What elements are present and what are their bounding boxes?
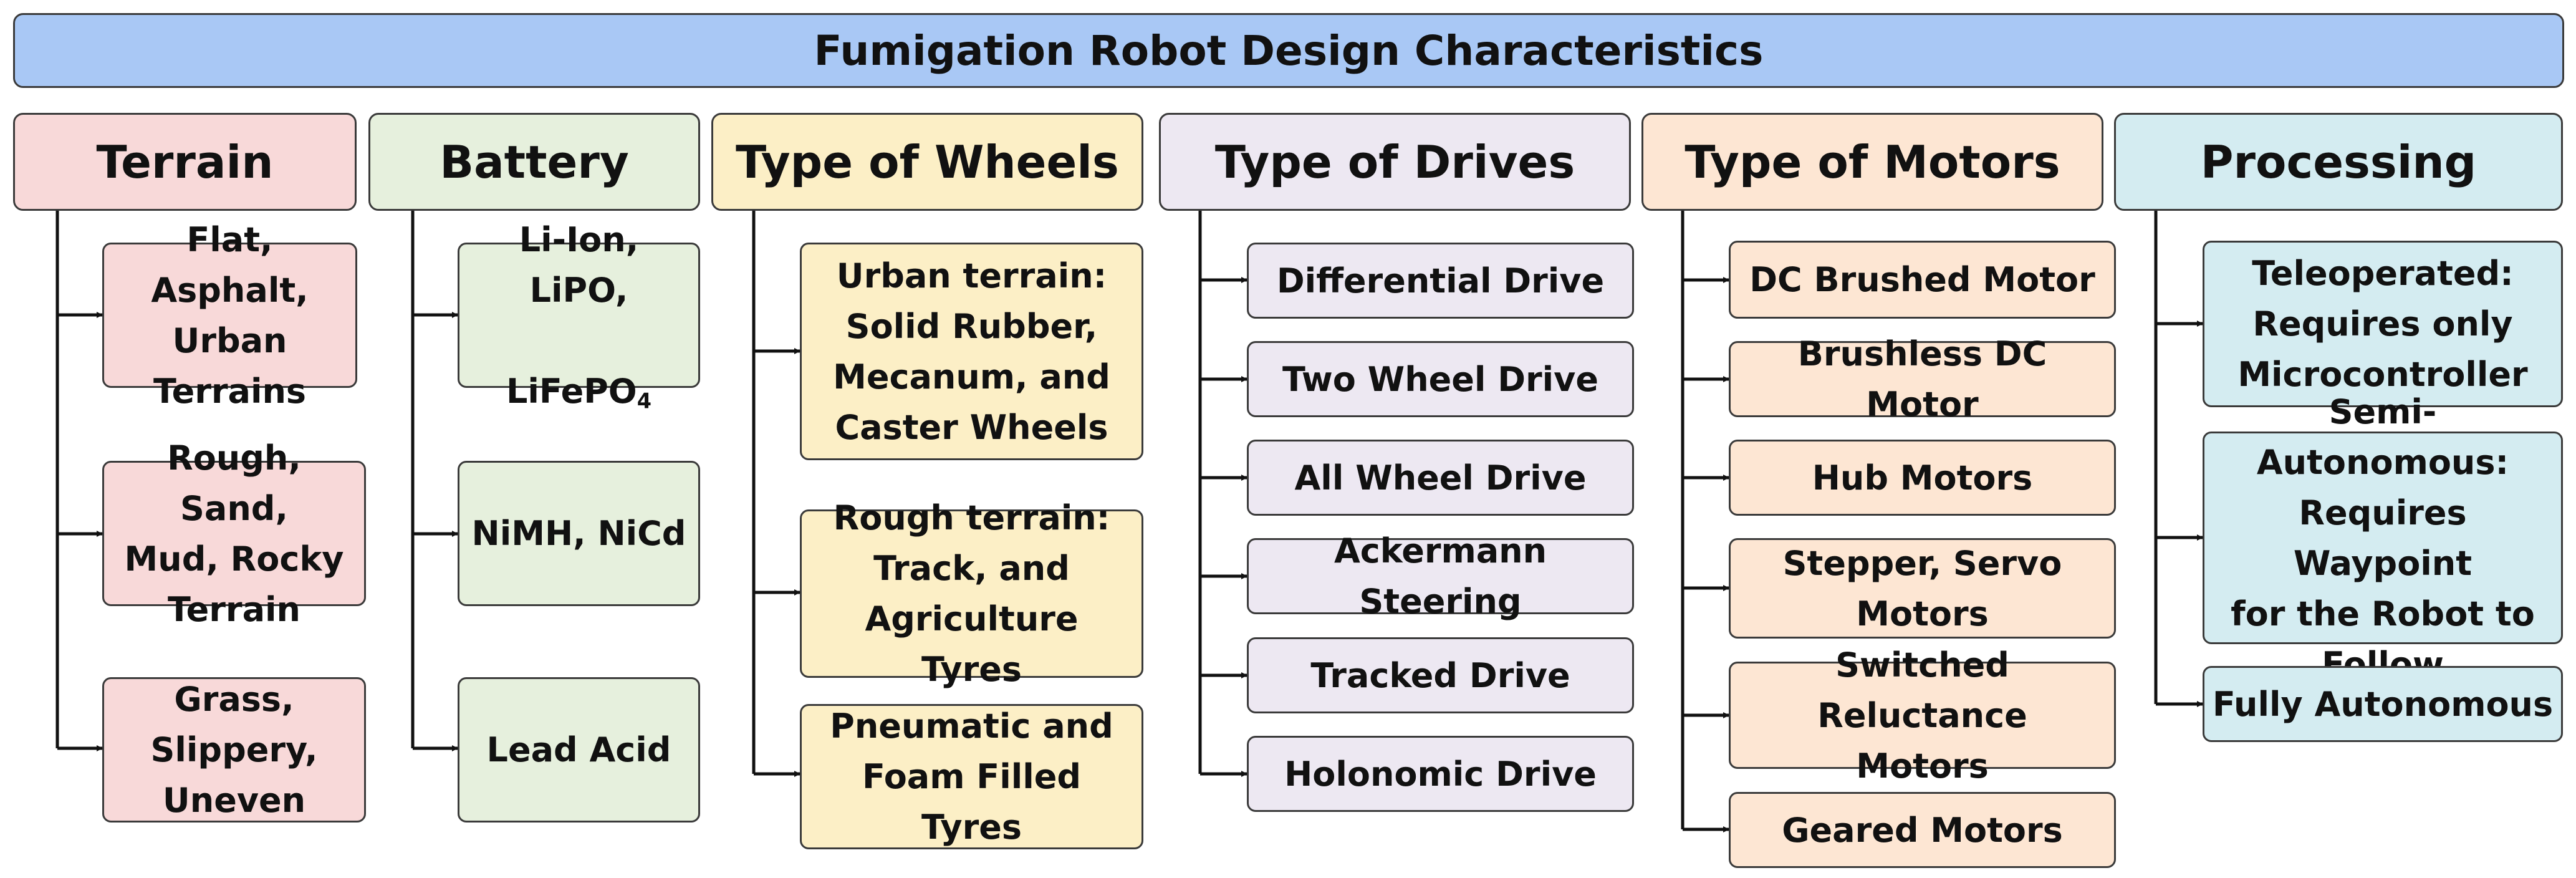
- battery-item-nimh-label: NiMH, NiCd: [471, 514, 686, 553]
- drives-item-tracked-label: Tracked Drive: [1310, 655, 1570, 695]
- motors-item-brushless: Brushless DC Motor: [1729, 334, 2116, 424]
- terrain-item-grass: Grass, Slippery, Uneven: [102, 677, 366, 823]
- terrain-item-flat: Flat, Asphalt, Urban Terrains: [102, 220, 357, 411]
- header-battery-label: Battery: [440, 135, 629, 188]
- motors-item-hub: Hub Motors: [1729, 440, 2116, 516]
- header-drives-label: Type of Drives: [1214, 135, 1575, 188]
- battery-item-lead-acid-label: Lead Acid: [486, 730, 671, 769]
- motors-item-switched-reluctance: Switched Reluctance Motors: [1729, 645, 2116, 786]
- battery-lifepo-text: LiFePO: [506, 371, 637, 411]
- terrain-item-flat-label: Flat, Asphalt, Urban Terrains: [151, 220, 309, 411]
- header-wheels-label: Type of Wheels: [736, 135, 1119, 188]
- processing-item-semi-autonomous-label: Semi-Autonomous: Requires Waypoint for t…: [2231, 392, 2535, 684]
- drives-item-ackermann: Ackermann Steering: [1247, 531, 1634, 621]
- header-type-of-motors: Type of Motors: [1641, 113, 2103, 211]
- motors-item-geared: Geared Motors: [1729, 792, 2116, 868]
- motors-item-switched-reluctance-label: Switched Reluctance Motors: [1817, 645, 2027, 786]
- wheels-item-rough: Rough terrain: Track, and Agriculture Ty…: [800, 498, 1143, 689]
- battery-item-lead-acid: Lead Acid: [458, 677, 700, 823]
- drives-item-tracked: Tracked Drive: [1247, 637, 1634, 713]
- wheels-item-rough-label: Rough terrain: Track, and Agriculture Ty…: [833, 498, 1110, 689]
- motors-item-hub-label: Hub Motors: [1812, 458, 2033, 498]
- header-terrain: Terrain: [13, 113, 357, 211]
- wheels-item-pneumatic: Pneumatic and Foam Filled Tyres: [800, 704, 1143, 849]
- drives-item-differential-label: Differential Drive: [1276, 261, 1605, 301]
- battery-item-lithium-line1: Li-Ion, LiPO,: [519, 220, 639, 310]
- wheels-item-pneumatic-label: Pneumatic and Foam Filled Tyres: [830, 707, 1113, 847]
- processing-item-fully-autonomous-label: Fully Autonomous: [2212, 684, 2554, 724]
- motors-item-brushless-label: Brushless DC Motor: [1797, 334, 2047, 424]
- motors-item-stepper-servo-label: Stepper, Servo Motors: [1782, 543, 2062, 634]
- processing-item-teleoperated-label: Teleoperated: Requires only Microcontrol…: [2237, 254, 2528, 394]
- battery-item-lithium: Li-Ion, LiPO, LiFePO4: [458, 220, 700, 411]
- drives-item-all-wheel-label: All Wheel Drive: [1294, 458, 1587, 498]
- drives-item-all-wheel: All Wheel Drive: [1247, 440, 1634, 516]
- battery-lifepo-subscript: 4: [637, 388, 652, 413]
- header-type-of-drives: Type of Drives: [1159, 113, 1631, 211]
- terrain-item-grass-label: Grass, Slippery, Uneven: [150, 680, 318, 820]
- processing-item-fully-autonomous: Fully Autonomous: [2203, 666, 2563, 742]
- drives-item-holonomic: Holonomic Drive: [1247, 736, 1634, 812]
- header-type-of-wheels: Type of Wheels: [711, 113, 1143, 211]
- motors-item-stepper-servo: Stepper, Servo Motors: [1729, 538, 2116, 639]
- diagram-title: Fumigation Robot Design Characteristics: [13, 13, 2564, 88]
- battery-item-lithium-label: Li-Ion, LiPO, LiFePO4: [467, 164, 691, 467]
- drives-item-ackermann-label: Ackermann Steering: [1334, 531, 1547, 621]
- header-processing: Processing: [2114, 113, 2563, 211]
- motors-item-geared-label: Geared Motors: [1782, 810, 2063, 850]
- wheels-item-urban-label: Urban terrain: Solid Rubber, Mecanum, an…: [833, 256, 1110, 447]
- battery-item-nimh: NiMH, NiCd: [458, 461, 700, 606]
- battery-item-lithium-line2: LiFePO4: [467, 366, 691, 417]
- terrain-item-rough-label: Rough, Sand, Mud, Rocky Terrain: [124, 438, 344, 629]
- drives-item-two-wheel-label: Two Wheel Drive: [1282, 359, 1599, 399]
- header-motors-label: Type of Motors: [1684, 135, 2060, 188]
- header-battery: Battery: [368, 113, 700, 211]
- motors-item-dc-brushed: DC Brushed Motor: [1729, 241, 2116, 319]
- drives-item-differential: Differential Drive: [1247, 243, 1634, 319]
- processing-item-semi-autonomous: Semi-Autonomous: Requires Waypoint for t…: [2203, 392, 2563, 684]
- drives-item-two-wheel: Two Wheel Drive: [1247, 341, 1634, 417]
- wheels-item-urban: Urban terrain: Solid Rubber, Mecanum, an…: [800, 243, 1143, 460]
- processing-item-teleoperated: Teleoperated: Requires only Microcontrol…: [2203, 241, 2563, 407]
- terrain-item-rough: Rough, Sand, Mud, Rocky Terrain: [102, 438, 366, 629]
- motors-item-dc-brushed-label: DC Brushed Motor: [1749, 260, 2095, 299]
- header-processing-label: Processing: [2200, 135, 2477, 188]
- header-terrain-label: Terrain: [96, 135, 274, 188]
- diagram-title-text: Fumigation Robot Design Characteristics: [814, 26, 1764, 75]
- drives-item-holonomic-label: Holonomic Drive: [1284, 754, 1597, 794]
